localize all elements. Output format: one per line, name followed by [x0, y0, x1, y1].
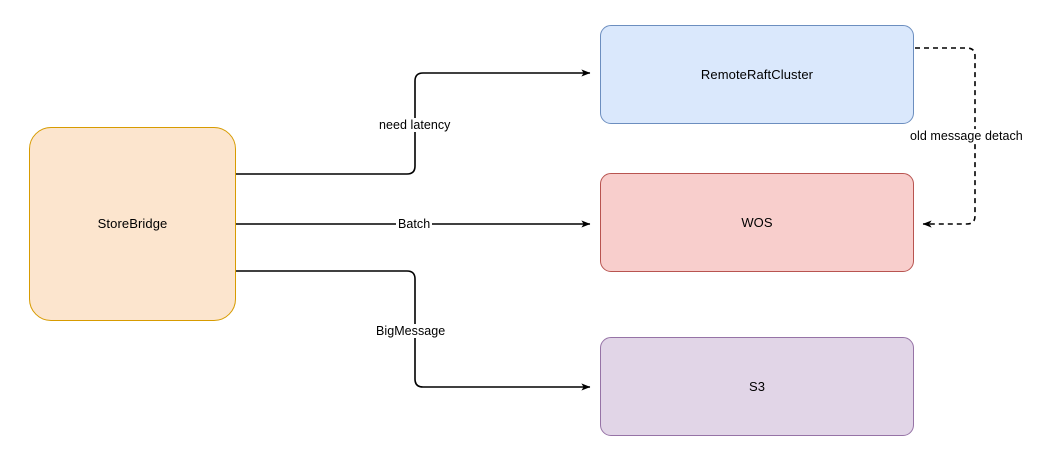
- edge-label-old-message-detach: old message detach: [908, 129, 1025, 144]
- edge-label-big-message: BigMessage: [374, 324, 448, 339]
- node-s3[interactable]: S3: [600, 337, 914, 436]
- node-remote-raft-cluster[interactable]: RemoteRaftCluster: [600, 25, 914, 124]
- edge-label-need-latency: need latency: [377, 118, 453, 133]
- node-wos-label: WOS: [741, 214, 773, 230]
- edge-label-batch: Batch: [396, 217, 433, 232]
- node-store-bridge-label: StoreBridge: [97, 216, 168, 232]
- node-store-bridge[interactable]: StoreBridge: [29, 127, 236, 321]
- node-remote-raft-cluster-label: RemoteRaftCluster: [700, 66, 814, 82]
- node-s3-label: S3: [748, 378, 766, 394]
- node-wos[interactable]: WOS: [600, 173, 914, 272]
